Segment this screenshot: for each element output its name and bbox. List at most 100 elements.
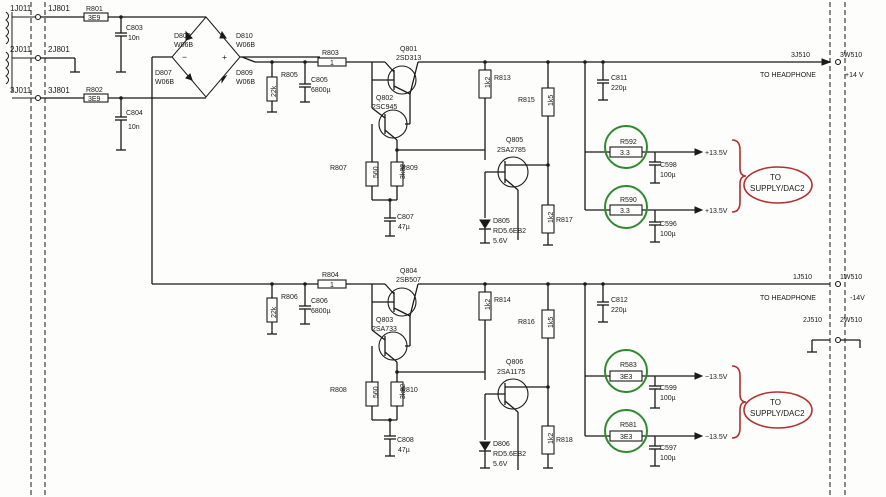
r806-ref: R806 (281, 294, 298, 301)
output-plus-13v5-b: +13.5V (705, 208, 728, 215)
r815-ref: R815 (518, 97, 535, 104)
to-label-lower: TO (770, 398, 781, 407)
d805-voltage: 5.6V (493, 238, 508, 245)
d809-ref: D809 (236, 70, 253, 77)
r809-value: 3k82 (400, 164, 407, 179)
r805-value: 22k (271, 85, 278, 97)
supply-ellipse-upper (743, 166, 813, 204)
connector-3w510-label: 3W510 (840, 52, 862, 59)
output-minus-13v5-a: −13.5V (705, 374, 728, 381)
headphone-label-lower: TO HEADPHONE (760, 295, 816, 302)
q803-type: 2SA733 (372, 326, 397, 333)
r808-ref: R808 (330, 387, 347, 394)
c804-ref: C804 (126, 110, 143, 117)
r583-value: 3E3 (620, 374, 633, 381)
r803-value: 1 (330, 60, 334, 67)
r805-ref: R805 (281, 72, 298, 79)
r814-ref: R814 (494, 297, 511, 304)
c808-ref: C808 (397, 437, 414, 444)
q801-type: 2SD313 (396, 55, 421, 62)
q805-type: 2SA2785 (497, 147, 526, 154)
r807-value: 560 (373, 166, 380, 178)
r813-value: 1k2 (485, 77, 492, 88)
c812-value: 220µ (611, 307, 627, 314)
c808-value: 47µ (398, 447, 410, 454)
highlight-circle-r583 (604, 349, 648, 393)
d808-value: W06B (174, 42, 193, 49)
connector-2j801-label: 2J801 (48, 45, 70, 54)
r815-value: 1k5 (548, 95, 555, 106)
c803-ref: C803 (126, 25, 143, 32)
c811-ref: C811 (611, 75, 627, 82)
d810-value: W06B (236, 42, 255, 49)
connector-2w510-label: 2W510 (840, 317, 862, 324)
c805-value: 6800µ (311, 87, 331, 94)
highlight-circle-r590 (604, 185, 648, 229)
c806-value: 6800µ (311, 308, 331, 315)
q805-ref: Q805 (506, 137, 523, 144)
r590-value: 3.3 (620, 208, 630, 215)
zener-d806 (479, 441, 491, 451)
connector-2j011-label: 2J011 (10, 45, 32, 54)
r816-value: 1k5 (548, 317, 555, 328)
d807-value: W06B (155, 79, 174, 86)
to-label-upper: TO (770, 173, 781, 182)
d810-ref: D810 (236, 33, 253, 40)
positive-regulator (241, 56, 832, 246)
connector-1j801-label: 1J801 (48, 4, 70, 13)
output-plus-13v5-a: +13.5V (705, 150, 728, 157)
r810-ref: R810 (401, 387, 418, 394)
negative-regulator (152, 58, 861, 470)
connector-1w510-label: 1W510 (840, 274, 862, 281)
bridge-rectifier (151, 16, 320, 284)
highlight-circle-r581 (604, 409, 648, 453)
c596-value: 100µ (660, 231, 676, 238)
r808-value: 560 (373, 386, 380, 398)
r801-value: 3E9 (88, 15, 101, 22)
d805-ref: D805 (493, 218, 510, 225)
r590-ref: R590 (620, 197, 637, 204)
transformer-windings (5, 11, 13, 92)
r817-value: 1k2 (548, 212, 555, 223)
r804-value: 1 (330, 282, 334, 289)
q806-ref: Q806 (506, 359, 523, 366)
d806-voltage: 5.6V (493, 461, 508, 468)
connector-1j011-label: 1J011 (10, 4, 32, 13)
c806-ref: C806 (311, 298, 328, 305)
connector-3j011-label: 3J011 (10, 86, 32, 95)
r803-ref: R803 (322, 50, 339, 57)
connector-1j510-label: 1J510 (793, 274, 812, 281)
q804-ref: Q804 (400, 268, 417, 275)
c599-value: 100µ (660, 395, 676, 402)
r583-ref: R583 (620, 362, 637, 369)
connector-2j510-label: 2J510 (803, 317, 822, 324)
resistor-r802 (83, 93, 109, 103)
transistor-q803 (378, 331, 408, 361)
r817-ref: R817 (556, 217, 573, 224)
c807-value: 47µ (398, 224, 410, 231)
r818-value: 1k2 (548, 433, 555, 444)
supply-dac2-label-lower: SUPPLY/DAC2 (750, 409, 805, 418)
c596-ref: C596 (660, 221, 677, 228)
r807-ref: R807 (330, 165, 347, 172)
c597-ref: C597 (660, 445, 677, 452)
highlight-circle-r592 (604, 125, 648, 169)
transistor-q802 (378, 109, 408, 139)
c598-value: 100µ (660, 172, 676, 179)
supply-ellipse-lower (743, 391, 813, 429)
c598-ref: C598 (660, 162, 677, 169)
r801-ref: R801 (86, 6, 103, 13)
rail-label-minus14: -14V (850, 295, 865, 302)
connector-3j801-label: 3J801 (48, 86, 70, 95)
c803-value: 10n (128, 35, 140, 42)
r581-ref: R581 (620, 422, 637, 429)
bridge-plus-sign: + (222, 52, 227, 62)
r810-value: 3k82 (400, 384, 407, 399)
supply-bracket-lower (731, 365, 747, 439)
connector-3j510-label: 3J510 (791, 52, 810, 59)
d806-type: RD5.6EB2 (493, 451, 526, 458)
headphone-label-upper: TO HEADPHONE (760, 72, 816, 79)
q802-ref: Q802 (376, 95, 393, 102)
supply-dac2-label-upper: SUPPLY/DAC2 (750, 184, 805, 193)
